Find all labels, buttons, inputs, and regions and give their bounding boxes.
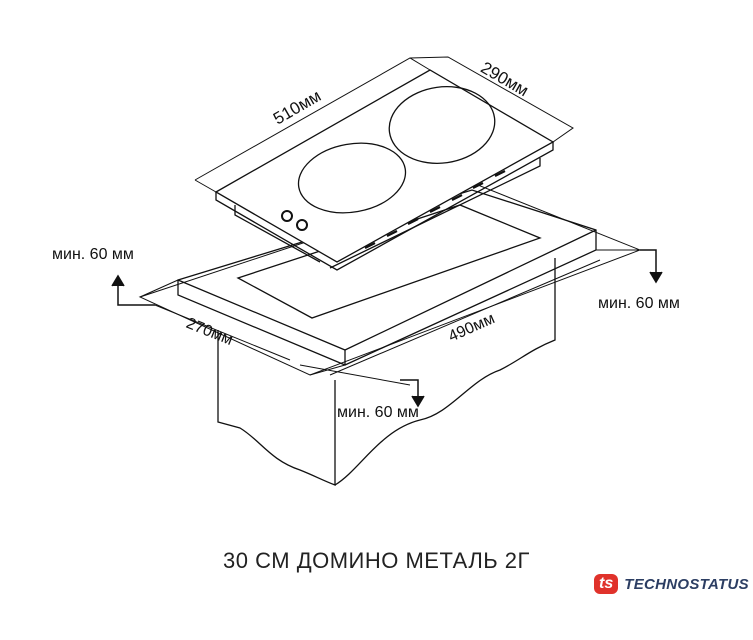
clearance-arrows — [111, 249, 663, 408]
cabinet — [217, 258, 556, 486]
product-title: 30 СМ ДОМИНО МЕТАЛЬ 2Г — [223, 548, 530, 573]
hob — [214, 69, 555, 271]
dimension-lines — [194, 56, 574, 193]
logo-mark: ts — [594, 574, 619, 594]
knob-1 — [281, 210, 293, 222]
burner-left — [297, 142, 407, 214]
brand-logo: ts TECHNOSTATUS — [594, 574, 749, 594]
knob-2 — [296, 219, 308, 231]
clearance-right-label: мин. 60 мм — [598, 295, 680, 312]
clearance-front-label: мин. 60 мм — [337, 404, 419, 421]
logo-text: TECHNOSTATUS — [624, 575, 749, 593]
burner-right — [388, 86, 496, 164]
clearance-left-label: мин. 60 мм — [52, 246, 134, 263]
